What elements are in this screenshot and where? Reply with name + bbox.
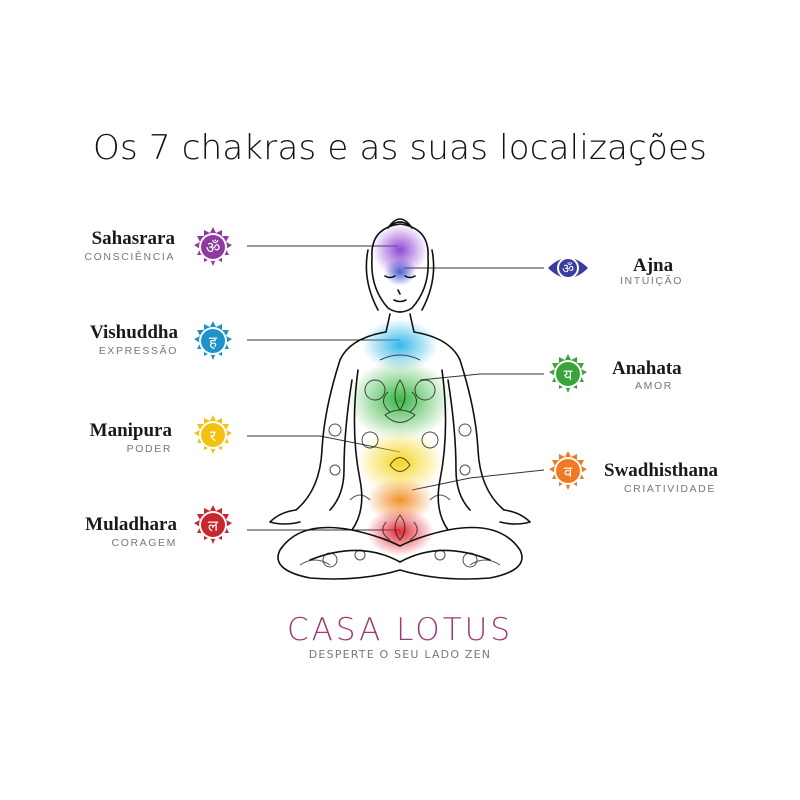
- om-icon: ॐ: [191, 225, 235, 269]
- chakra-name: Muladhara: [85, 514, 177, 535]
- chakra-swadhisthana: Swadhisthana CRIATIVIDADE: [604, 460, 774, 500]
- chakra-manipura: Manipura PODER: [30, 420, 172, 460]
- meditating-figure: [269, 218, 531, 580]
- chakra-name: Ajna: [633, 255, 674, 276]
- chakra-name: Sahasrara: [91, 228, 175, 249]
- chakra-name: Anahata: [612, 358, 682, 379]
- chakra-sahasrara: Sahasrara CONSCIÊNCIA: [30, 228, 175, 268]
- third-eye-icon: ॐ: [546, 246, 590, 290]
- svg-text:य: य: [564, 366, 573, 384]
- svg-text:ल: ल: [208, 517, 219, 535]
- chakra-anahata: Anahata AMOR: [612, 358, 752, 398]
- chakra-meaning: CORAGEM: [111, 537, 177, 549]
- svg-text:र: र: [210, 427, 217, 445]
- heart-bija-icon: य: [546, 352, 590, 396]
- svg-text:व: व: [564, 463, 573, 481]
- svg-text:ॐ: ॐ: [562, 262, 574, 277]
- chakra-name: Manipura: [89, 420, 172, 441]
- brand-tagline: DESPERTE O SEU LADO ZEN: [308, 648, 492, 661]
- chakra-vishuddha: Vishuddha EXPRESSÃO: [30, 322, 178, 362]
- root-bija-icon: ल: [191, 503, 235, 547]
- page-title: Os 7 chakras e as suas localizações: [92, 128, 707, 168]
- svg-text:ह: ह: [209, 333, 218, 351]
- chakra-meaning: EXPRESSÃO: [98, 345, 178, 357]
- chakra-meaning: AMOR: [635, 380, 673, 392]
- chakra-name: Swadhisthana: [604, 460, 719, 481]
- chakra-meaning: PODER: [126, 443, 172, 455]
- chakra-muladhara: Muladhara CORAGEM: [30, 514, 177, 554]
- brand-logo: CASA LOTUS: [286, 612, 514, 648]
- chakra-meaning: CONSCIÊNCIA: [84, 251, 175, 263]
- chakra-meaning: INTUIÇÃO: [620, 275, 683, 287]
- svg-text:ॐ: ॐ: [206, 238, 221, 257]
- chakra-meaning: CRIATIVIDADE: [624, 483, 716, 495]
- solar-bija-icon: र: [191, 413, 235, 457]
- sacral-bija-icon: व: [546, 449, 590, 493]
- chakra-ajna: Ajna INTUIÇÃO: [620, 255, 740, 295]
- chakra-name: Vishuddha: [89, 322, 178, 343]
- throat-bija-icon: ह: [191, 319, 235, 363]
